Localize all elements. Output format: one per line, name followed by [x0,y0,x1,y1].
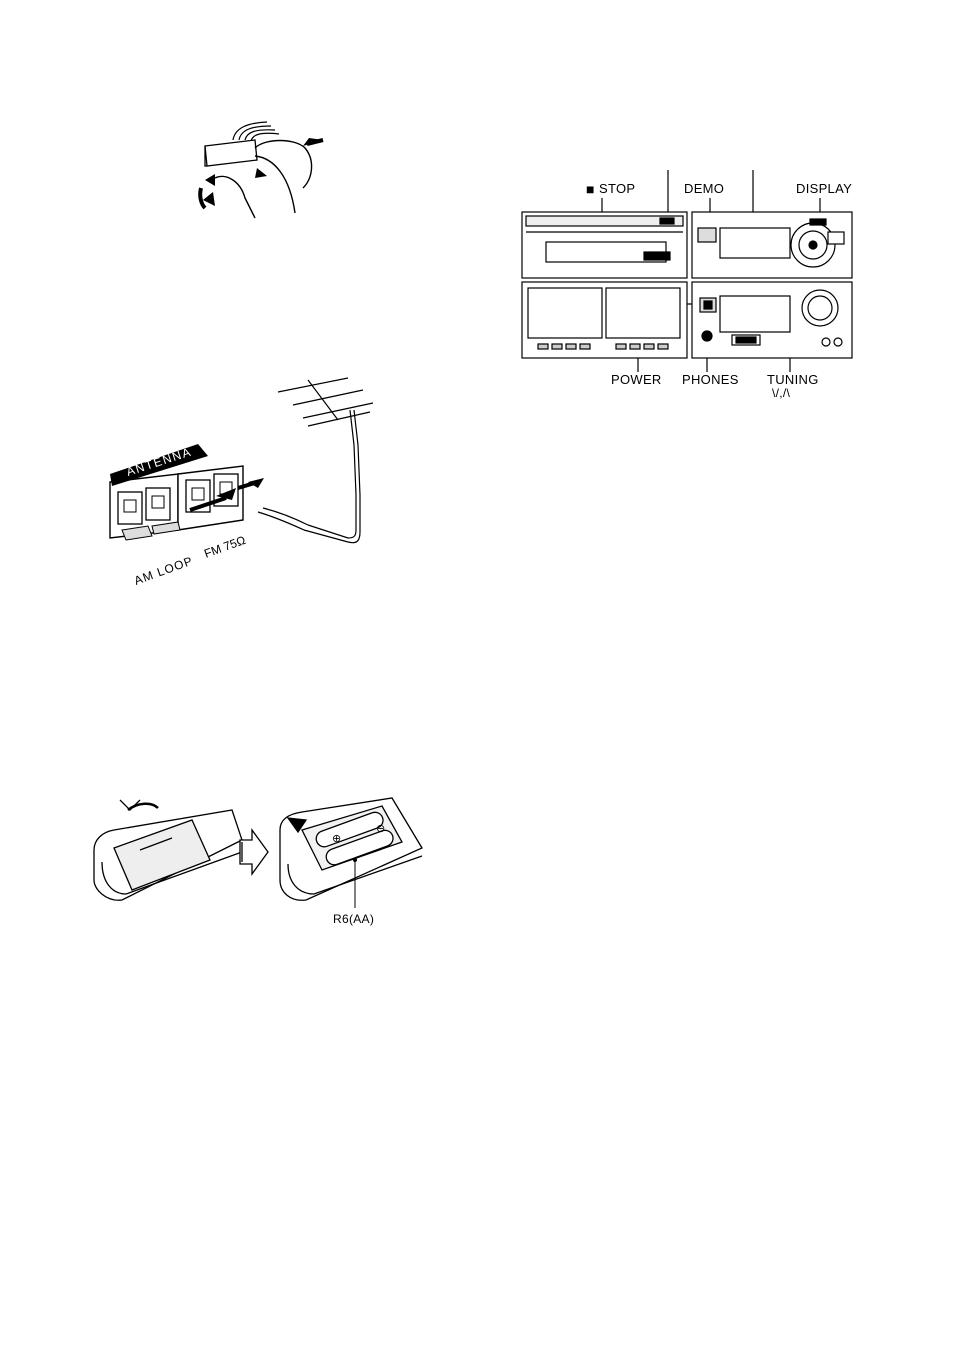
tuner-unit [692,212,852,278]
remote-battery-illustration: ⊕ ⊖ [92,790,424,930]
antenna-connection-illustration: ANTENNA AM LOOP FM 75Ω [108,370,378,592]
battery-plus-symbol: ⊕ [332,833,341,845]
next-step-arrow [240,830,268,874]
connector-press-illustration [195,118,335,223]
remote-cover-removal [94,800,242,900]
am-loop-label: AM LOOP [132,554,195,588]
fm-outdoor-antenna [258,378,373,543]
remote-battery-compartment [280,798,422,900]
battery-type-label: R6(AA) [333,912,374,926]
amplifier-unit [692,282,852,358]
stereo-front-panel-figure: ■ STOP DEMO DISPLAY POWER PHONES TUNING … [520,170,855,400]
fm-75-ohm-label: FM 75Ω [202,533,247,561]
cassette-unit [522,282,687,358]
cd-unit [522,212,687,278]
antenna-terminal-block: ANTENNA [110,444,264,540]
battery-minus-symbol: ⊖ [376,823,385,835]
